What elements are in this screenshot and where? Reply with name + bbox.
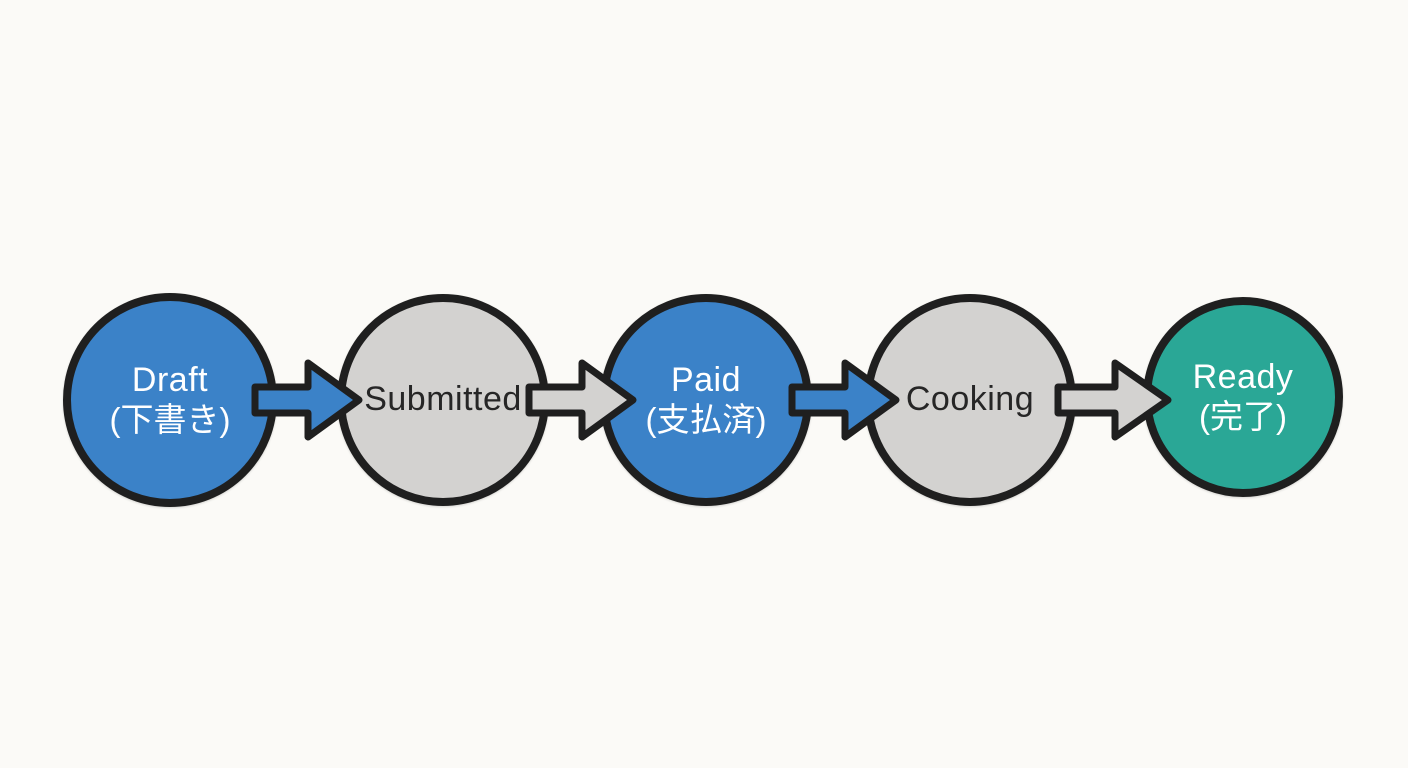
node-paid-sublabel: (支払済) bbox=[645, 400, 767, 438]
node-submitted-label: Submitted bbox=[364, 380, 522, 419]
arrow-shape bbox=[525, 359, 637, 441]
node-draft-sublabel: (下書き) bbox=[109, 400, 231, 438]
arrow-shape bbox=[1054, 359, 1172, 441]
node-cooking-label: Cooking bbox=[905, 380, 1035, 419]
arrow-draft-to-submitted-icon bbox=[251, 359, 363, 441]
arrow-shape bbox=[251, 359, 363, 441]
arrow-cooking-to-ready-icon bbox=[1054, 359, 1172, 441]
node-draft: Draft (下書き) bbox=[63, 293, 277, 507]
arrow-paid-to-cooking-icon bbox=[788, 359, 900, 441]
node-ready-sublabel: (完了) bbox=[1199, 397, 1287, 435]
arrow-shape bbox=[788, 359, 900, 441]
arrow-submitted-to-paid-icon bbox=[525, 359, 637, 441]
node-submitted: Submitted bbox=[337, 294, 549, 506]
node-ready: Ready (完了) bbox=[1143, 297, 1343, 497]
node-ready-label: Ready bbox=[1192, 357, 1294, 396]
node-draft-label: Draft bbox=[131, 360, 209, 399]
node-paid-label: Paid bbox=[670, 360, 742, 399]
